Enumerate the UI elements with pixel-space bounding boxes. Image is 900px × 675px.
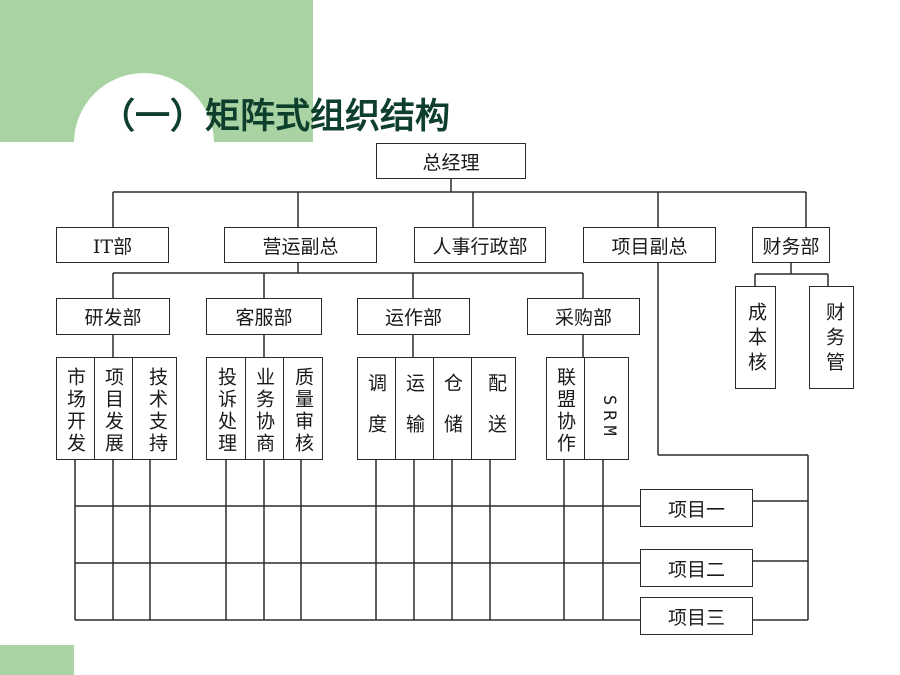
slide-title: （一）矩阵式组织结构 xyxy=(100,97,451,137)
project-two: 项目二 xyxy=(640,549,753,587)
unit-dispatch: 调度 xyxy=(357,357,396,460)
unit-alliance-cooperation: 联盟协作 xyxy=(546,357,585,460)
unit-market-development: 市场开发 xyxy=(56,357,95,460)
unit-tech-support: 技术支持 xyxy=(132,357,177,460)
project-one: 项目一 xyxy=(640,489,753,527)
dept-operations-vp: 营运副总 xyxy=(224,227,377,263)
unit-cost-accounting: 成本核算 xyxy=(735,286,776,389)
unit-business-negotiation: 业务协商 xyxy=(245,357,284,460)
dept-it: IT部 xyxy=(56,227,169,263)
dept-project-vp: 项目副总 xyxy=(583,227,716,263)
unit-srm: SRM xyxy=(584,357,629,460)
unit-complaint-handling: 投诉处理 xyxy=(206,357,246,460)
dept-logistics: 运作部 xyxy=(357,298,470,335)
corner-decoration-circle xyxy=(74,73,214,213)
unit-distribution: 配送 xyxy=(471,357,516,460)
unit-transport: 运输 xyxy=(395,357,434,460)
project-three: 项目三 xyxy=(640,597,753,635)
dept-customer-service: 客服部 xyxy=(206,298,322,335)
ceo-box: 总经理 xyxy=(376,143,526,179)
unit-quality-review: 质量审核 xyxy=(283,357,323,460)
corner-decoration-bottom xyxy=(0,645,74,675)
unit-financial-management: 财务管理 xyxy=(809,286,854,389)
dept-rnd: 研发部 xyxy=(56,298,170,335)
dept-procurement: 采购部 xyxy=(527,298,640,335)
dept-hr-admin: 人事行政部 xyxy=(414,227,546,263)
unit-project-development: 项目发展 xyxy=(94,357,133,460)
dept-finance: 财务部 xyxy=(752,227,830,263)
unit-warehousing: 仓储 xyxy=(433,357,472,460)
